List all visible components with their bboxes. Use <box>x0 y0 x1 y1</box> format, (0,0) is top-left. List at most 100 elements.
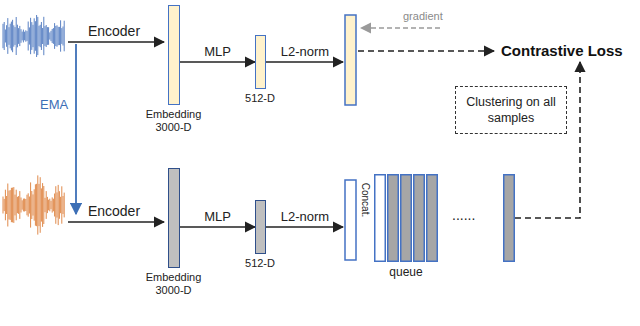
waveform-stroke <box>59 191 60 219</box>
waveform-stroke <box>21 198 22 213</box>
waveform-stroke <box>9 27 10 45</box>
waveform-stroke <box>53 199 54 212</box>
waveform-stroke <box>49 199 50 212</box>
bar-caption: Embedding 3000-D <box>141 108 207 134</box>
waveform-stroke <box>43 17 44 55</box>
waveform-stroke <box>45 26 46 46</box>
waveform-stroke <box>5 190 6 221</box>
queue-bar <box>401 175 412 262</box>
text-label: EMA <box>40 97 68 113</box>
waveform-stroke <box>7 18 8 54</box>
waveform-stroke <box>42 183 43 227</box>
waveform-stroke <box>36 15 37 57</box>
waveform-stroke <box>19 191 20 219</box>
waveform-stroke <box>11 22 12 51</box>
waveform-stroke <box>10 24 11 49</box>
encoder-arrow <box>68 41 164 43</box>
waveform-stroke <box>22 200 23 209</box>
text-label: Encoder <box>88 203 140 220</box>
waveform-stroke <box>11 188 12 222</box>
waveform-stroke <box>31 191 32 219</box>
vector-bar: Embedding 3000-D <box>168 168 180 268</box>
waveform-stroke <box>48 27 49 45</box>
text-label: L2-norm <box>281 209 329 225</box>
waveform-stroke <box>15 195 16 216</box>
waveform-stroke <box>63 27 64 46</box>
l2norm-arrow <box>266 61 343 63</box>
waveform-stroke <box>33 25 34 47</box>
queue-bar <box>414 175 425 262</box>
queue-bar <box>504 175 515 262</box>
text-label: gradient <box>403 9 443 23</box>
waveform-stroke <box>52 197 53 212</box>
l2norm-arrow <box>266 226 343 228</box>
loss-node: Contrastive Loss <box>498 40 626 62</box>
waveform-stroke <box>25 30 26 41</box>
queue-bar <box>427 175 438 262</box>
waveform-stroke <box>19 26 20 46</box>
waveform-stroke <box>24 199 25 212</box>
waveform-stroke <box>4 199 5 211</box>
waveform-stroke <box>39 26 40 46</box>
waveform-stroke <box>61 186 62 223</box>
waveform-stroke <box>16 17 17 55</box>
waveform-stroke <box>42 28 43 44</box>
waveform-stroke <box>48 200 49 211</box>
waveform-stroke <box>6 196 7 214</box>
waveform-stroke <box>29 27 30 44</box>
queue-caption: queue <box>374 265 438 279</box>
bar-caption: Embedding 3000-D <box>141 271 207 297</box>
waveform-stroke <box>64 21 65 52</box>
waveform-stroke <box>29 197 30 214</box>
connector <box>180 226 255 228</box>
waveform-stroke <box>46 25 47 47</box>
connector <box>180 61 255 63</box>
waveform-stroke <box>54 23 55 49</box>
waveform-stroke <box>46 191 47 219</box>
waveform-stroke <box>41 188 42 221</box>
waveform-stroke <box>58 185 59 225</box>
waveform-stroke <box>35 184 36 225</box>
waveform-stroke <box>9 191 10 220</box>
queue-node: queue <box>374 174 515 262</box>
waveform-stroke <box>16 190 17 221</box>
vector-bar: 512-D <box>255 35 266 89</box>
dashed-box: Clustering on all samples <box>455 86 567 134</box>
waveform-stroke <box>33 194 34 215</box>
waveform-stroke <box>6 25 7 47</box>
waveform-stroke <box>36 184 37 226</box>
waveform-stroke <box>17 25 18 48</box>
waveform-stroke <box>30 18 31 54</box>
queue-bars <box>374 174 515 262</box>
waveform-stroke <box>3 24 4 48</box>
dashed-arrow <box>358 50 494 52</box>
waveform-stroke <box>61 28 62 44</box>
waveform-stroke <box>7 184 8 227</box>
rotated-label: Concat. <box>359 183 372 217</box>
waveform-stroke <box>49 32 50 39</box>
waveform-stroke <box>41 22 42 50</box>
text-label: L2-norm <box>281 44 329 60</box>
waveform-stroke <box>23 199 24 212</box>
waveform-stroke <box>35 21 36 51</box>
waveform-stroke <box>27 195 28 216</box>
waveform-stroke <box>58 27 59 45</box>
waveform-stroke <box>12 20 13 52</box>
waveform-stroke <box>22 32 23 41</box>
waveform-stroke <box>21 29 22 43</box>
waveform-stroke <box>40 25 41 47</box>
waveform-stroke <box>18 28 19 44</box>
waveform-stroke <box>64 193 65 218</box>
waveform-stroke <box>55 26 56 46</box>
queue-bar <box>388 175 399 262</box>
waveform-stroke <box>60 197 61 213</box>
waveform-stroke <box>18 196 19 214</box>
bar-caption: 512-D <box>235 92 285 105</box>
waveform-stroke <box>34 189 35 220</box>
waveform-stroke <box>27 31 28 41</box>
waveform-stroke <box>15 27 16 45</box>
waveform-stroke <box>12 188 13 223</box>
waveform-stroke <box>4 22 5 50</box>
waveform-stroke <box>53 28 54 44</box>
